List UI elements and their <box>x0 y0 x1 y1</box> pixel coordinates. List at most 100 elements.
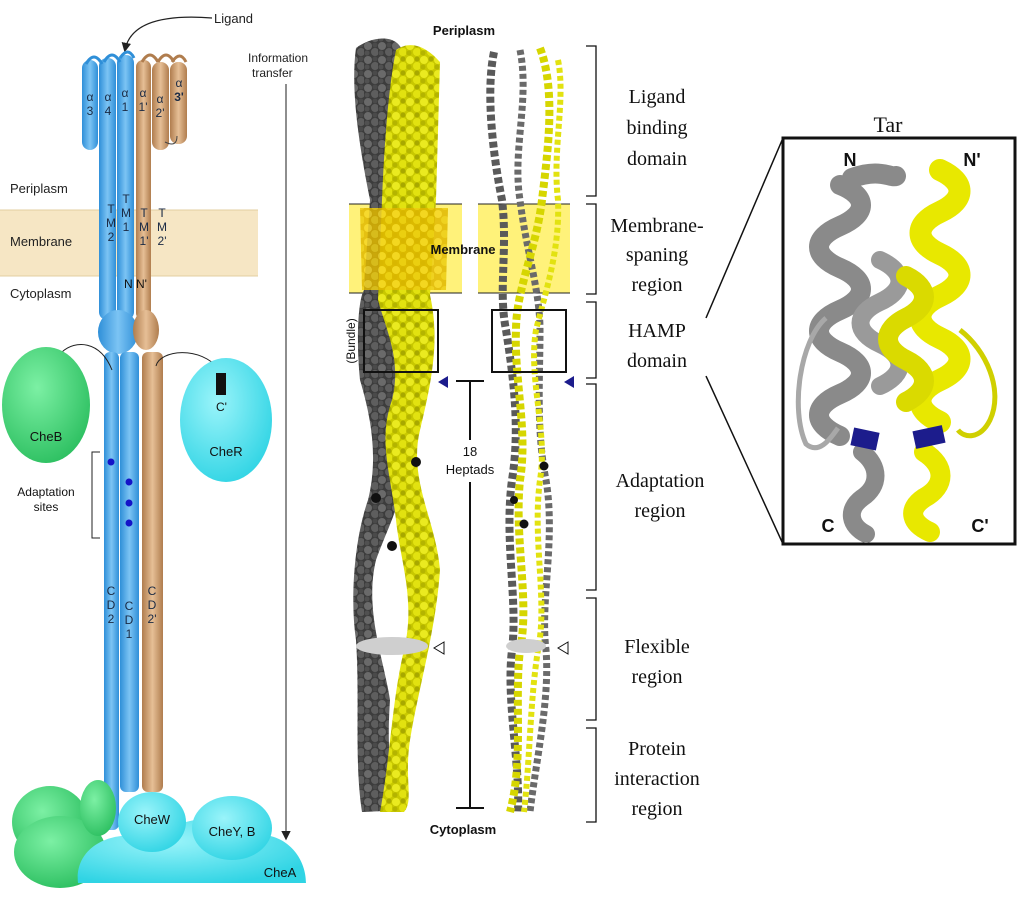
left-schematic-panel: Periplasm Membrane Cytoplasm Ligand Info… <box>0 11 308 888</box>
spacefill-membrane-segment <box>360 208 448 290</box>
label-tm2-m: M <box>106 216 116 230</box>
information-transfer-line2: transfer <box>252 66 293 80</box>
label-cd2-c: C <box>107 584 116 598</box>
label-tm2-t: T <box>107 202 115 216</box>
label-cd2p-d: D <box>148 598 157 612</box>
helix-a3p-tan <box>170 62 187 144</box>
label-tm1p-m: M <box>139 220 149 234</box>
label-cd2p-c: C <box>148 584 157 598</box>
ligand-label: Ligand <box>214 11 253 26</box>
tar-n-label: N <box>844 150 857 170</box>
cher-label: CheR <box>209 444 242 459</box>
chey-b-label: CheY, B <box>209 824 256 839</box>
region-brackets <box>586 45 597 823</box>
tar-yellow-c-terminal <box>903 442 951 542</box>
zoom-line-top <box>705 137 784 319</box>
bundle-box-right <box>491 309 567 373</box>
cheb-protein <box>2 347 90 463</box>
label-tm1-t: T <box>122 192 130 206</box>
region-membrane-line2: spaning <box>626 244 688 266</box>
bracket-protein-interaction <box>586 727 597 823</box>
membrane-label: Membrane <box>10 234 72 249</box>
tar-yellow-loop <box>956 328 998 439</box>
heptads-label: Heptads <box>446 462 495 477</box>
heptads-count: 18 <box>463 444 477 459</box>
cd2p-helix-tan <box>142 352 163 792</box>
tar-title: Tar <box>874 112 904 137</box>
region-adaptation-line2: region <box>634 500 685 522</box>
helix-a3-blue <box>82 60 98 150</box>
ribbon-yellow-strand <box>506 46 554 814</box>
bracket-hamp <box>586 301 597 379</box>
cytoplasm-label: Cytoplasm <box>10 286 71 301</box>
middle-periplasm-label: Periplasm <box>433 23 495 38</box>
region-flexible-line2: region <box>631 666 682 688</box>
label-tm1p-t: T <box>140 206 148 220</box>
adaptation-site-dot <box>125 519 133 527</box>
region-hamp-line2: domain <box>627 350 687 372</box>
bundle-box-left <box>363 309 439 373</box>
label-a3p-num: 3' <box>174 90 184 104</box>
label-n-prime: N' <box>136 277 147 291</box>
information-transfer-line1: Information <box>248 51 308 65</box>
label-cd1-n: 1 <box>126 627 133 641</box>
label-cd1-d: D <box>125 613 134 627</box>
helix-a2p-tan <box>152 62 169 150</box>
middle-cytoplasm-label: Cytoplasm <box>430 822 496 837</box>
label-cd2-n: 2 <box>108 612 115 626</box>
hamp-knot-blue <box>98 310 138 354</box>
cher-c-terminal-block <box>216 373 226 395</box>
cheb-label: CheB <box>30 429 63 444</box>
cd1-helix-blue <box>120 352 139 792</box>
region-ligand-line1: Ligand <box>629 86 686 108</box>
label-a3-alpha: α <box>87 90 94 104</box>
label-a4-num: 4 <box>105 104 112 118</box>
flexible-marker-right <box>557 641 569 655</box>
label-tm2-n: 2 <box>108 230 115 244</box>
tar-yellow-helix-1 <box>909 159 971 433</box>
cher-c-prime-label: C' <box>216 400 227 414</box>
bracket-adaptation <box>586 383 597 591</box>
tar-c-label: C <box>822 516 835 536</box>
label-a1-alpha: α <box>122 86 129 100</box>
helix-a1p-tan <box>136 60 151 320</box>
hamp-end-marker-left <box>438 376 448 388</box>
bracket-membrane-spanning <box>586 203 597 295</box>
tar-gray-helix-1 <box>809 163 906 446</box>
cd2-helix-blue <box>104 352 119 830</box>
region-flexible-line1: Flexible <box>624 636 690 658</box>
label-tm2p-t: T <box>158 206 166 220</box>
ribbon-gray-strand <box>486 51 523 813</box>
region-hamp-line1: HAMP <box>628 320 686 342</box>
adaptation-sites-line2: sites <box>34 500 59 514</box>
label-a2p-alpha: α <box>157 92 164 106</box>
chey-b-protein <box>192 796 272 860</box>
tar-gray-c-terminal <box>843 443 885 543</box>
label-cd2p-n: 2' <box>148 612 157 626</box>
tar-n-prime-label: N' <box>963 150 980 170</box>
middle-membrane-label: Membrane <box>430 242 495 257</box>
ligand-arrow <box>121 16 213 53</box>
tar-yellow-helix-2 <box>878 266 934 412</box>
adaptation-site-dot <box>125 478 133 486</box>
label-tm1-n: 1 <box>123 220 130 234</box>
flexible-region-light <box>356 637 428 655</box>
hamp-knot-tan <box>133 310 159 350</box>
label-tm2p-m: M <box>157 220 167 234</box>
flexible-marker-left <box>433 641 445 655</box>
tar-yellow-blue-segment <box>912 425 946 449</box>
helix-a4-blue <box>99 58 116 320</box>
adaptation-sites-line1: Adaptation <box>17 485 74 499</box>
region-protein-line2: interaction <box>614 768 700 790</box>
zoom-line-bottom <box>705 375 784 545</box>
label-n: N <box>124 277 133 291</box>
ribbon-gray-strand-2 <box>514 49 553 813</box>
label-a1-num: 1 <box>122 100 129 114</box>
tar-c-prime-label: C' <box>971 516 988 536</box>
chea-green-lobe <box>80 780 116 836</box>
label-cd2-d: D <box>107 598 116 612</box>
region-membrane-line3: region <box>631 274 682 296</box>
region-ligand-line2: binding <box>626 117 687 139</box>
label-tm1-m: M <box>121 206 131 220</box>
